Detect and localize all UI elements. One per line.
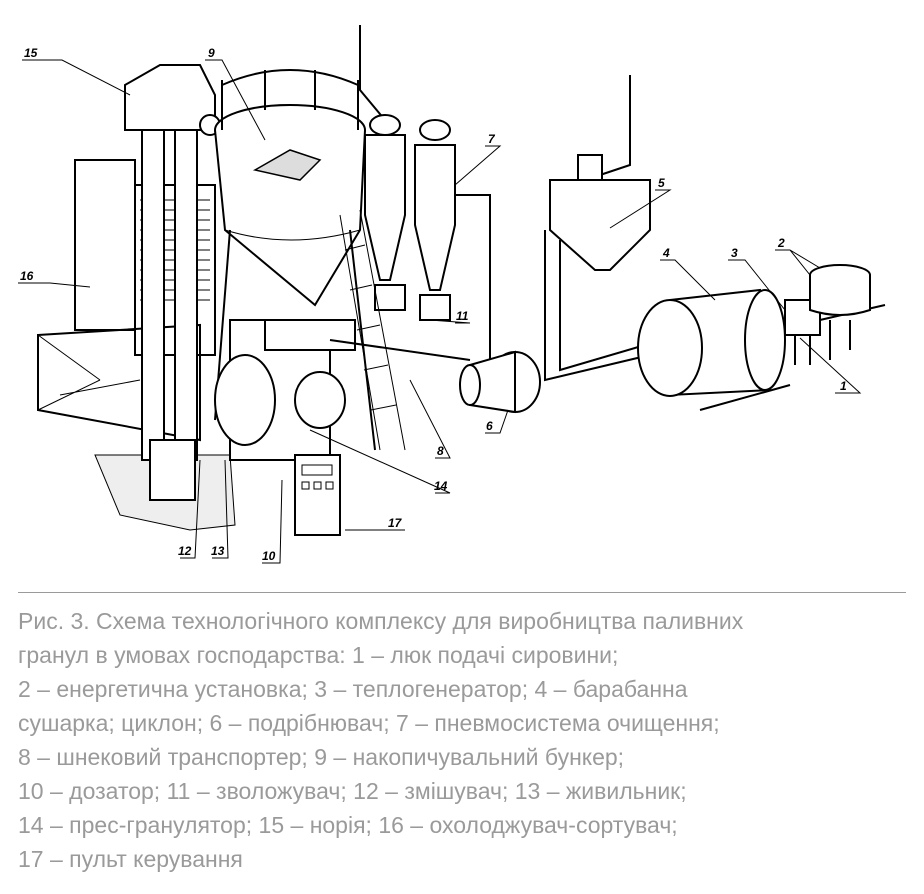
label-1: 1 — [840, 379, 847, 393]
caption-line: 8 – шнековий транспортер; 9 – накопичува… — [18, 744, 625, 770]
label-11: 11 — [456, 309, 469, 323]
bucket-elevator-drawing — [124, 64, 221, 501]
control-panel-drawing — [294, 454, 341, 536]
drum-dryer-drawing — [637, 288, 791, 411]
label-7: 7 — [488, 132, 496, 146]
label-13: 13 — [211, 544, 225, 558]
caption-line: гранул в умовах господарства: 1 – люк по… — [18, 642, 619, 668]
leader-lines — [18, 59, 862, 564]
label-16: 16 — [20, 269, 34, 283]
label-6: 6 — [486, 419, 493, 433]
label-3: 3 — [731, 246, 738, 260]
press-granulator-drawing — [214, 319, 471, 461]
label-4: 4 — [662, 246, 670, 260]
label-15: 15 — [24, 46, 38, 60]
pellet-production-complex-diagram: 1 2 3 4 5 6 7 8 9 10 11 12 13 14 15 16 1… — [18, 25, 886, 564]
figure-caption: Рис. 3. Схема технологічного комплексу д… — [18, 604, 743, 876]
caption-line: 14 – прес-гранулятор; 15 – норія; 16 – о… — [18, 812, 678, 838]
label-12: 12 — [178, 544, 192, 558]
caption-line: сушарка; циклон; 6 – подрібнювач; 7 – пн… — [18, 710, 720, 736]
cyclone-drawing — [544, 75, 651, 382]
caption-line: Рис. 3. Схема технологічного комплексу д… — [18, 608, 744, 634]
caption-line: 2 – енергетична установка; 3 – теплогене… — [18, 676, 688, 702]
caption-line: 17 – пульт керування — [18, 846, 243, 872]
label-10: 10 — [262, 549, 276, 563]
pneumatic-cleaning-drawing — [359, 25, 491, 360]
grinder-drawing — [459, 350, 541, 414]
caption-divider — [18, 592, 906, 593]
part-labels: 1 2 3 4 5 6 7 8 9 10 11 12 13 14 15 16 1… — [20, 46, 847, 563]
label-2: 2 — [777, 236, 785, 250]
label-17: 17 — [388, 516, 403, 530]
heat-generator-drawing — [784, 264, 886, 365]
label-8: 8 — [437, 444, 444, 458]
label-9: 9 — [208, 46, 215, 60]
label-14: 14 — [434, 479, 448, 493]
caption-line: 10 – дозатор; 11 – зволожувач; 12 – зміш… — [18, 778, 687, 804]
ladder-drawing — [339, 209, 406, 451]
label-5: 5 — [658, 176, 665, 190]
